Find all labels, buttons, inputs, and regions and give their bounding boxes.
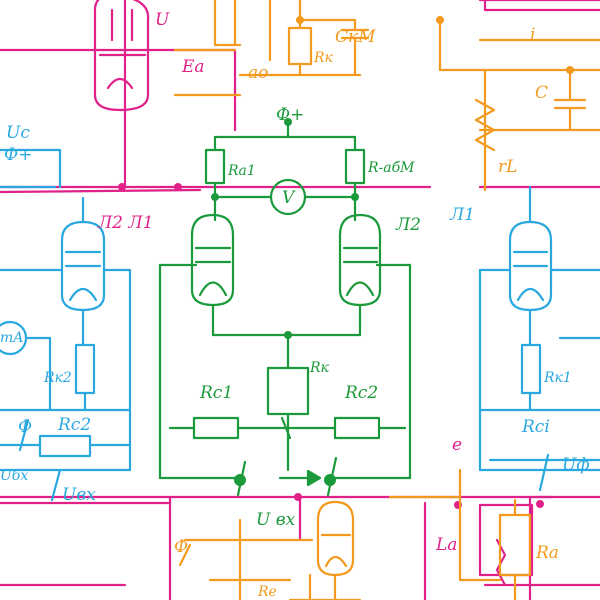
junction-dot [211,193,219,201]
label-ckm: CкМ [335,27,376,47]
label-ma-left: mA [0,330,23,346]
label-rabm: R-абМ [367,160,415,176]
label-rk-center: Rк [309,360,330,376]
junction-dot [296,16,304,24]
terminal-dot [324,474,336,486]
label-phi-plus-center: Ф+ [276,105,304,125]
junction-dot [566,66,574,74]
label-uc: Uc [6,123,30,143]
label-l2: Л2 [395,215,421,235]
label-rl: rL [498,157,517,177]
resistor-rk [266,366,310,416]
label-rk2: Rк2 [43,370,72,386]
junction-dot [284,118,292,126]
resistor-rc1 [192,416,240,440]
voltmeter [269,178,307,216]
label-l1-right: Л1 [449,205,475,225]
label-phi-left: Ф [18,417,32,437]
label-re: Rе [257,584,277,600]
terminal-dot [234,474,246,486]
junction-dot [536,500,544,508]
label-c: C [535,83,548,103]
resistor-rabm [344,148,366,185]
tube-left [60,220,106,312]
blue-circuit-layer-right [478,185,600,492]
tube-right [508,220,553,312]
label-l2l1: Л2 Л1 [97,213,153,233]
label-la: Lа [435,535,457,555]
blue-circuit-layer-left [0,148,132,502]
junction-dot [174,183,182,191]
label-ea: Eа [181,57,205,77]
label-voltmeter: V [282,188,296,208]
junction-dot [118,183,126,191]
label-rk-top: Rк [313,50,334,66]
resistor-ra1 [204,148,226,185]
junction-dot [294,493,302,501]
label-rci: Rсi [521,417,550,437]
tube-bottom [316,500,355,577]
green-bridge-layer [158,120,412,497]
label-e: е [452,435,462,455]
label-rk1: Rк1 [543,370,572,386]
resistor-rk-top [287,26,313,66]
label-rc2-left: Rс2 [57,415,91,435]
junction-dot [284,331,292,339]
resistor-rk1 [520,343,542,395]
label-ubx-left: Uвх [62,485,96,505]
label-phi-plus-left: Ф+ [4,145,32,165]
orange-circuit-layer [173,0,600,600]
label-u: U [155,10,170,30]
label-rc2: Rс2 [344,383,378,403]
label-uf: Uф [562,455,590,475]
label-ubx-center: U вх [256,510,296,530]
label-ubx-left-top: Uбх [0,468,28,484]
label-ra: Rа [535,543,559,563]
tube-l2 [338,213,382,307]
magenta-tube-top [93,0,150,112]
label-ra1: Rа1 [227,163,256,179]
tube-l1 [190,213,235,307]
junction-dot [436,16,444,24]
junction-dot [351,193,359,201]
resistor-rk2 [74,343,96,395]
resistor-rc2-left [38,434,92,458]
label-phi-bottom: Ф [174,537,188,557]
label-rc1: Rс1 [199,383,233,403]
label-i: i [530,25,535,45]
resistor-ra [498,513,532,577]
resistor-rc2 [333,416,381,440]
labels: U CкМ Rк Eа ao i C rL Uc Ф+ Л2 Л1 Ф+ Rа1… [0,10,590,600]
label-ao: ao [248,63,268,83]
